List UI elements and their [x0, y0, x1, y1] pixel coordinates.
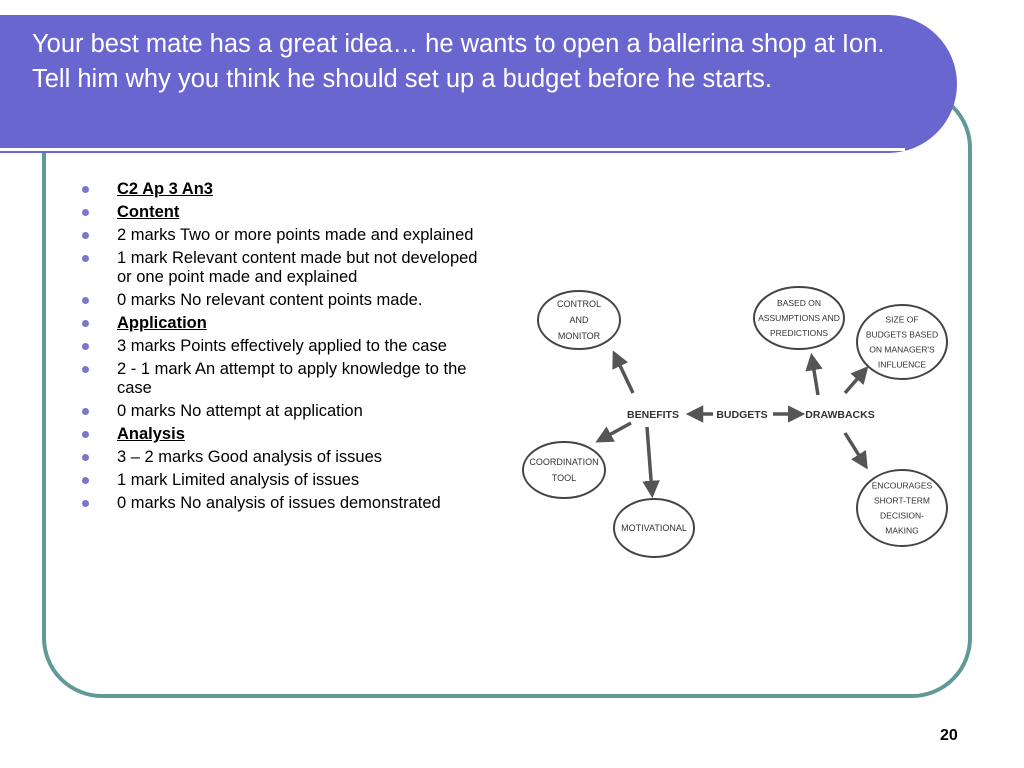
- bullet-item: Application: [82, 314, 492, 333]
- slide-title: Your best mate has a great idea… he want…: [32, 30, 885, 93]
- bullet-text: Content: [117, 203, 180, 221]
- node-label-line: BUDGETS BASED: [866, 330, 938, 340]
- bullet-dot-icon: [82, 297, 89, 304]
- bullet-text: Analysis: [117, 425, 185, 443]
- bullet-text: 0 marks No relevant content points made.: [117, 291, 423, 309]
- svg-text:MOTIVATIONAL: MOTIVATIONAL: [621, 523, 687, 533]
- arrow-to-influence: [843, 366, 869, 395]
- bullet-item: 0 marks No analysis of issues demonstrat…: [82, 494, 492, 513]
- bullet-item: 1 mark Relevant content made but not dev…: [82, 249, 492, 287]
- bullet-text: 0 marks No attempt at application: [117, 402, 363, 420]
- node-label-line: ENCOURAGES: [872, 481, 933, 491]
- arrow-to-control: [612, 350, 635, 394]
- title-band: [0, 15, 957, 153]
- node-short-term: ENCOURAGES SHORT-TERM DECISION- MAKING: [856, 469, 948, 547]
- bullet-text: 1 mark Relevant content made but not dev…: [117, 249, 478, 286]
- bullet-dot-icon: [82, 343, 89, 350]
- drawbacks-label: DRAWBACKS: [805, 409, 874, 421]
- node-label-line: MOTIVATIONAL: [621, 523, 687, 533]
- bullet-dot-icon: [82, 232, 89, 239]
- page-number: 20: [940, 727, 958, 744]
- node-label-line: ASSUMPTIONS AND: [758, 313, 840, 323]
- node-label-line: MAKING: [885, 526, 919, 536]
- node-label-line: BASED ON: [777, 298, 821, 308]
- node-motivational: MOTIVATIONAL: [613, 498, 695, 558]
- bullet-item: C2 Ap 3 An3: [82, 180, 492, 199]
- bullet-dot-icon: [82, 186, 89, 193]
- bullet-text: 0 marks No analysis of issues demonstrat…: [117, 494, 441, 512]
- bullet-item: 0 marks No relevant content points made.: [82, 291, 492, 310]
- bullet-item: 3 marks Points effectively applied to th…: [82, 337, 492, 356]
- bullet-item: 2 marks Two or more points made and expl…: [82, 226, 492, 245]
- node-label-line: SIZE OF: [885, 315, 918, 325]
- node-label-line: COORDINATION: [529, 457, 598, 467]
- bullet-item: 3 – 2 marks Good analysis of issues: [82, 448, 492, 467]
- bullet-dot-icon: [82, 255, 89, 262]
- bullet-item: Analysis: [82, 425, 492, 444]
- bullet-item: 0 marks No attempt at application: [82, 402, 492, 421]
- node-label-line: CONTROL: [557, 299, 601, 309]
- node-label-line: SHORT-TERM: [874, 496, 930, 506]
- title-underline: [0, 148, 905, 151]
- arrow-to-assumptions: [805, 352, 823, 396]
- bullet-dot-icon: [82, 366, 89, 373]
- bullet-text: C2 Ap 3 An3: [117, 180, 213, 198]
- bullet-text: 2 marks Two or more points made and expl…: [117, 226, 474, 244]
- bullet-text: 2 - 1 mark An attempt to apply knowledge…: [117, 360, 467, 397]
- node-label-line: TOOL: [552, 473, 576, 483]
- bullet-text: 1 mark Limited analysis of issues: [117, 471, 360, 489]
- bullet-dot-icon: [82, 431, 89, 438]
- budget-diagram: CONTROL AND MONITOR COORDINATION TOOL MOTIV…: [522, 286, 948, 558]
- bullet-dot-icon: [82, 209, 89, 216]
- bullet-dot-icon: [82, 454, 89, 461]
- bullet-item: 2 - 1 mark An attempt to apply knowledge…: [82, 360, 492, 398]
- arrow-to-motivational: [642, 426, 660, 499]
- bullet-item: Content: [82, 203, 492, 222]
- node-control-monitor: CONTROL AND MONITOR: [537, 290, 621, 350]
- bullet-dot-icon: [82, 408, 89, 415]
- budgets-label: BUDGETS: [716, 409, 767, 421]
- benefits-label: BENEFITS: [627, 409, 679, 421]
- bullet-text: Application: [117, 314, 207, 332]
- node-label-line: AND: [569, 315, 589, 325]
- bullet-item: 1 mark Limited analysis of issues: [82, 471, 492, 490]
- node-label-line: MONITOR: [558, 331, 601, 341]
- node-managers-influence: SIZE OF BUDGETS BASED ON MANAGER'S INFLUENC…: [856, 304, 948, 380]
- bullet-text: 3 – 2 marks Good analysis of issues: [117, 448, 383, 466]
- node-label-line: INFLUENCE: [878, 360, 927, 370]
- node-assumptions: BASED ON ASSUMPTIONS AND PREDICTIONS: [753, 286, 845, 350]
- bullet-dot-icon: [82, 477, 89, 484]
- bullet-text: 3 marks Points effectively applied to th…: [117, 337, 447, 355]
- node-label-line: PREDICTIONS: [770, 328, 828, 338]
- bullet-dot-icon: [82, 500, 89, 507]
- node-coordination-tool: COORDINATION TOOL: [522, 441, 606, 499]
- bullet-dot-icon: [82, 320, 89, 327]
- arrow-to-coordination: [595, 421, 632, 443]
- node-label-line: DECISION-: [880, 511, 924, 521]
- node-label-line: ON MANAGER'S: [869, 345, 935, 355]
- arrow-to-short-term: [843, 432, 868, 470]
